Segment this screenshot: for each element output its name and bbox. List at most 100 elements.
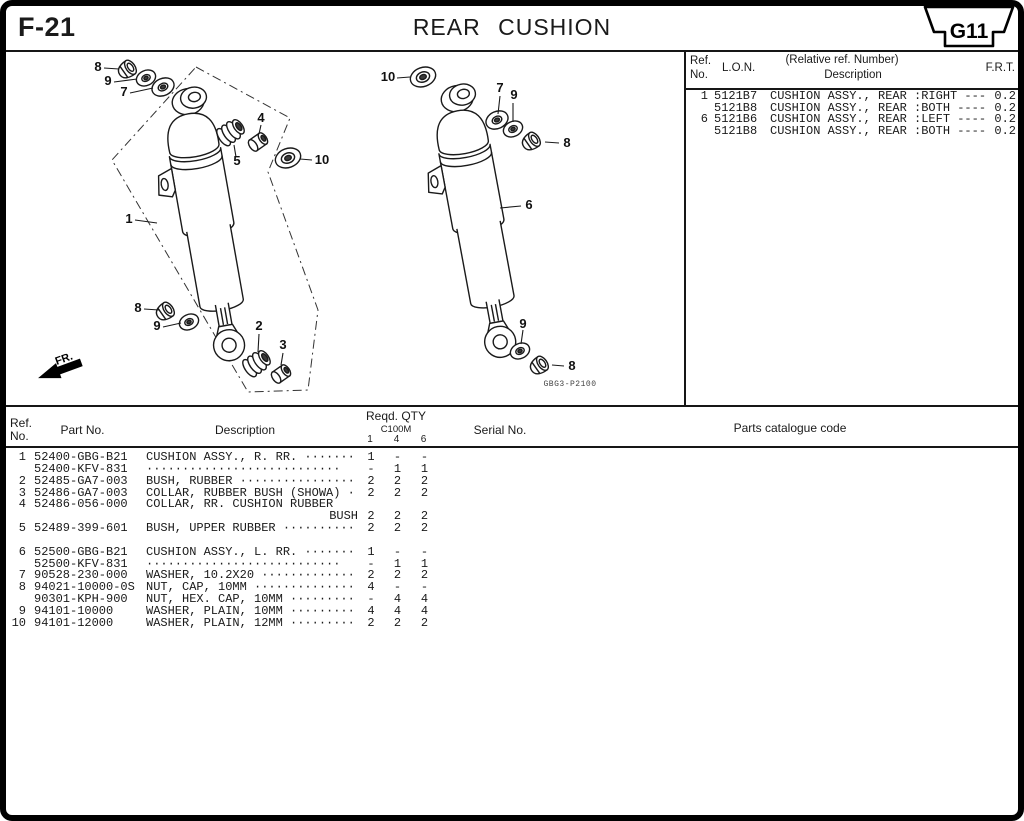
callout-number: 4 — [257, 110, 265, 125]
qty-cell: 1 — [367, 544, 375, 559]
description-cell: NUT, CAP, 10MM ·············· — [146, 580, 355, 595]
frt-cell: 0.2 — [994, 89, 1016, 103]
ref-no-cell: 4 — [18, 497, 26, 512]
relative-ref-header: (Relative ref. Number) — [785, 54, 899, 66]
plain-washer-part — [176, 310, 202, 334]
part-no-cell: 94101-10000 — [34, 603, 114, 618]
plain-washer-12mm-part — [406, 62, 440, 92]
table-row: 52500-KFV-831 ··························… — [8, 556, 458, 571]
qty-cell: 2 — [367, 473, 375, 488]
callout-number: 10 — [315, 152, 329, 167]
callout-number: 7 — [120, 84, 127, 99]
ref-table-header-divider — [686, 88, 1018, 90]
table-row: 2 52485-GA7-003 BUSH, RUBBER ···········… — [8, 473, 458, 488]
qty-cell: 2 — [420, 509, 429, 524]
callout-number: 9 — [519, 316, 526, 331]
table-row: 7 90528-230-000 WASHER, 10.2X20 ········… — [8, 570, 458, 582]
description-cell: ··························· — [146, 461, 341, 476]
table-row: 5 52489-399-601 BUSH, UPPER RUBBER ·····… — [8, 521, 458, 536]
fr-label: FR. — [54, 350, 75, 367]
frt-cell: 0.2 — [994, 100, 1016, 115]
fr-direction-arrow: FR. — [38, 350, 83, 379]
qty-col-6-header: 6 — [420, 434, 427, 445]
callout-number: 7 — [496, 80, 503, 95]
callout-number: 6 — [525, 197, 532, 212]
description-cell: CUSHION ASSY., REAR :RIGHT --- — [770, 89, 987, 103]
part-no-cell: 52400-GBG-B21 — [34, 450, 128, 464]
qty-cell: 4 — [393, 603, 402, 618]
description-cell: CUSHION ASSY., R. RR. ······· — [146, 450, 355, 464]
ref-table: 1 5121B7 CUSHION ASSY., REAR :RIGHT --- … — [694, 89, 1016, 138]
description-cell: WASHER, PLAIN, 10MM ········· — [146, 603, 355, 618]
figure-code: GBG3-P2100 — [543, 380, 596, 389]
cap-nut-part — [114, 57, 140, 82]
ref-no-cell: 9 — [18, 603, 26, 618]
callout-number: 3 — [279, 337, 286, 352]
page-title: REAR CUSHION — [412, 14, 612, 40]
parts-table: 1 52400-GBG-B21 CUSHION ASSY., R. RR. ··… — [8, 450, 458, 630]
description-cell: WASHER, PLAIN, 12MM ········· — [146, 615, 355, 630]
part-no-cell: 52486-GA7-003 — [34, 485, 128, 500]
qty-cell: 2 — [420, 568, 429, 583]
leader-lines-right — [396, 76, 565, 367]
qty-cell: 2 — [393, 485, 402, 500]
parts-catalogue-code-header: Parts catalogue code — [733, 421, 847, 435]
callout-number: 5 — [233, 153, 240, 168]
qty-cell: 4 — [367, 603, 375, 618]
assembly-boundary — [111, 66, 319, 393]
lon-header: L.O.N. — [722, 62, 756, 74]
qty-cell: - — [393, 544, 402, 559]
description-header: Description — [824, 69, 882, 81]
qty-cell: 1 — [420, 461, 429, 476]
ref-no-cell — [694, 126, 708, 138]
description-cell: NUT, HEX. CAP, 10MM ········· — [146, 592, 355, 607]
part-no-cell: 52486-056-000 — [34, 497, 128, 512]
callout-number: 8 — [563, 135, 570, 150]
callout-number: 9 — [510, 87, 517, 102]
leader-lines-left — [103, 67, 313, 366]
qty-cell: 2 — [420, 485, 429, 500]
table-row: 4 52486-056-000 COLLAR, RR. CUSHION RUBB… — [8, 497, 458, 512]
qty-cell: 1 — [393, 556, 402, 571]
description-cell: CUSHION ASSY., REAR :LEFT ---- — [770, 112, 987, 126]
cap-nut-part — [526, 353, 552, 378]
lon-cell: 5121B6 — [714, 112, 758, 126]
qty-cell: - — [367, 556, 375, 571]
qty-cell: 2 — [393, 615, 402, 630]
qty-cell: - — [393, 450, 402, 464]
part-no-header: Part No. — [60, 423, 105, 437]
ref-no-cell: 7 — [18, 568, 26, 583]
table-row: 8 94021-10000-0S NUT, CAP, 10MM ········… — [8, 580, 458, 595]
part-no-cell: 52489-399-601 — [34, 521, 128, 536]
lon-cell: 5121B8 — [714, 100, 758, 115]
ref-no-header2: No. — [10, 429, 29, 443]
description-cell: CUSHION ASSY., L. RR. ······· — [146, 544, 355, 559]
ref-table-row: 5121B8 CUSHION ASSY., REAR :BOTH ---- 0.… — [694, 125, 1016, 138]
qty-cell: - — [393, 580, 402, 595]
table-row: 6 52500-GBG-B21 CUSHION ASSY., L. RR. ··… — [8, 544, 458, 559]
callout-number: 2 — [255, 318, 262, 333]
qty-cell: - — [367, 461, 375, 476]
frt-cell: 0.2 — [994, 112, 1016, 126]
callout-number: 8 — [94, 59, 101, 74]
qty-cell: 4 — [367, 580, 375, 595]
description-cell: BUSH, RUBBER ················ — [146, 473, 355, 488]
ref-no-cell: 6 — [700, 112, 708, 126]
rubber-bush-part — [239, 346, 275, 380]
rubber-bush-collar-part — [268, 362, 294, 386]
header-divider — [6, 50, 1018, 52]
qty-cell: 2 — [367, 521, 375, 536]
part-no-cell: 52500-GBG-B21 — [34, 544, 128, 559]
part-no-cell: 90528-230-000 — [34, 568, 128, 583]
ref-no-cell: 1 — [700, 89, 708, 103]
lon-cell: 5121B7 — [714, 89, 758, 103]
table-row: BUSH 2 2 2 — [8, 509, 458, 524]
callout-number: 1 — [125, 211, 132, 226]
qty-cell: 1 — [367, 450, 375, 464]
cap-nut-part — [518, 129, 544, 154]
qty-cell: 2 — [367, 485, 375, 500]
table-row: 3 52486-GA7-003 COLLAR, RUBBER BUSH (SHO… — [8, 485, 458, 500]
qty-cell: 4 — [420, 603, 429, 618]
qty-col-4-header: 4 — [393, 434, 400, 445]
